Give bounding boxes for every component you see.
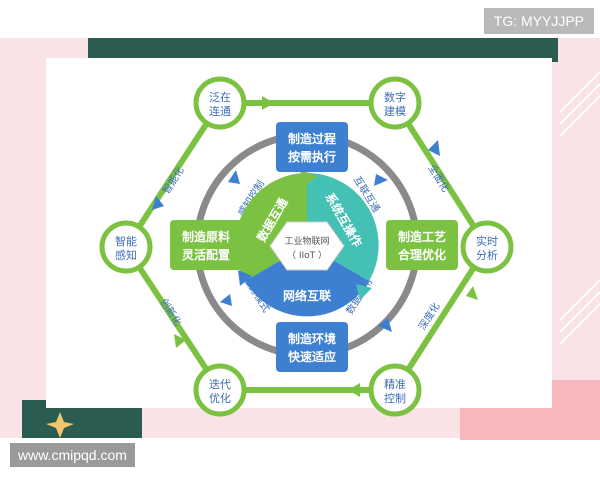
ring-arrow-right-icon bbox=[374, 174, 388, 186]
box-bottom: 制造环境 快速适应 bbox=[276, 322, 348, 372]
ring-arrow-top-icon bbox=[228, 170, 240, 184]
box-top-line2: 按需执行 bbox=[288, 149, 336, 164]
watermark-top-right: TG: MYYJJPP bbox=[483, 8, 594, 34]
box-right-line2: 合理优化 bbox=[398, 247, 446, 262]
box-bottom-line2: 快速适应 bbox=[288, 349, 336, 364]
node-top-left-line2: 连通 bbox=[209, 105, 231, 118]
center-hexagon bbox=[269, 221, 345, 271]
box-left-line1: 制造原料 bbox=[182, 229, 230, 244]
node-right: 实时 分析 bbox=[460, 220, 514, 274]
edge-right-bottom bbox=[392, 245, 490, 392]
node-bottom-left-line2: 优化 bbox=[209, 391, 231, 405]
edge-label-left-top: 智能化 bbox=[160, 164, 187, 196]
node-right-line2: 分析 bbox=[476, 248, 498, 262]
box-left: 制造原料 灵活配置 bbox=[170, 220, 242, 270]
star-decoration-icon bbox=[46, 412, 74, 438]
ring-arrow-bottom-icon bbox=[378, 318, 392, 332]
box-right: 制造工艺 合理优化 bbox=[386, 220, 458, 270]
node-top-left: 泛在 连通 bbox=[193, 76, 247, 130]
node-left-line1: 智能 bbox=[115, 234, 137, 248]
arrow-left-bottom-icon bbox=[174, 334, 186, 348]
node-bottom-right-line2: 控制 bbox=[384, 391, 406, 405]
segment-arrow-teal-icon bbox=[356, 284, 372, 300]
box-right-line1: 制造工艺 bbox=[398, 229, 446, 244]
node-top-right-line1: 数字 bbox=[384, 90, 406, 104]
node-bottom-left-line1: 迭代 bbox=[209, 378, 231, 391]
node-left: 智能 感知 bbox=[99, 220, 153, 274]
arrow-bottom-icon bbox=[348, 383, 360, 397]
watermark-bottom-left: www.cmipqd.com bbox=[10, 443, 135, 467]
hexagon-edges bbox=[123, 100, 490, 393]
node-top-right: 数字 建模 bbox=[368, 76, 422, 130]
box-top: 制造过程 按需执行 bbox=[276, 122, 348, 172]
arrow-left-top-icon bbox=[152, 196, 164, 210]
node-bottom-right-line1: 精准 bbox=[384, 378, 406, 391]
edge-left-top bbox=[123, 101, 223, 249]
box-bottom-line1: 制造环境 bbox=[288, 331, 336, 346]
center-label-line1: 工业物联网 bbox=[284, 235, 329, 247]
ring-arrow-left-icon bbox=[220, 294, 232, 306]
box-left-line2: 灵活配置 bbox=[182, 247, 230, 262]
segment-label-blue: 网络互联 bbox=[283, 288, 331, 303]
center-label-line2: （ IIoT ） bbox=[287, 250, 327, 261]
arrow-right-top-icon bbox=[428, 140, 440, 156]
node-left-line2: 感知 bbox=[115, 248, 137, 262]
segment-blue bbox=[245, 245, 369, 317]
segment-arrow-blue-icon bbox=[238, 270, 252, 286]
node-right-line1: 实时 bbox=[476, 234, 498, 248]
edge-arrows bbox=[152, 96, 478, 397]
edge-label-left-bottom: 创新化 bbox=[158, 296, 185, 328]
node-bottom-right: 精准 控制 bbox=[368, 363, 422, 417]
stripe-decoration bbox=[559, 71, 600, 345]
edge-right-top bbox=[392, 101, 490, 249]
box-top-line1: 制造过程 bbox=[288, 131, 336, 146]
arrow-right-bottom-icon bbox=[466, 286, 478, 300]
edge-left-bottom bbox=[123, 245, 223, 392]
node-bottom-left: 迭代 优化 bbox=[193, 363, 247, 417]
node-top-right-line2: 建模 bbox=[384, 104, 406, 118]
segment-arrow-green-icon bbox=[300, 170, 318, 186]
arrow-top-icon bbox=[262, 96, 274, 110]
node-top-left-line1: 泛在 bbox=[209, 91, 231, 104]
